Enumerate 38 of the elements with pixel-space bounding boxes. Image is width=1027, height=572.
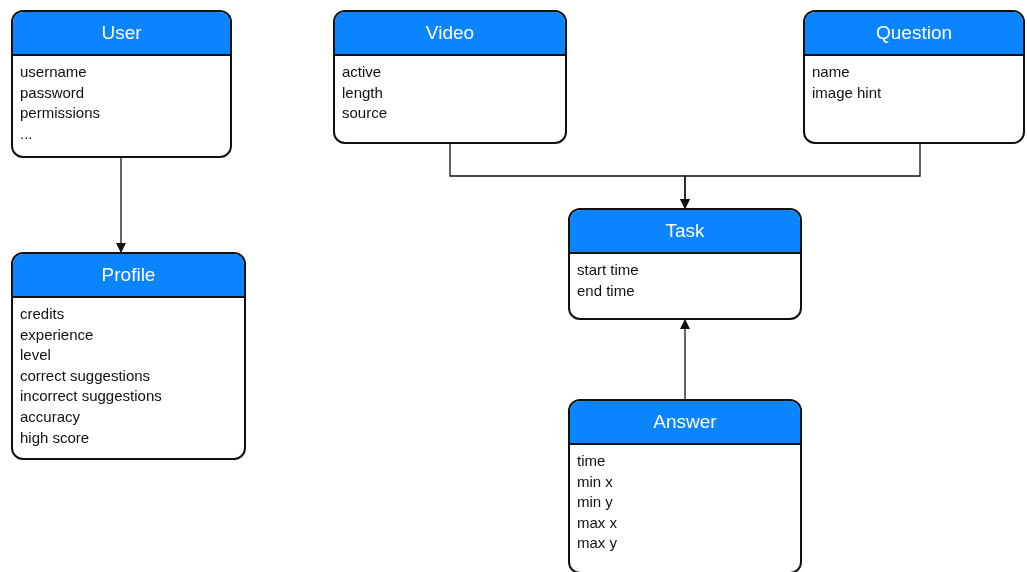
entity-box <box>333 10 567 144</box>
attribute-text: end time <box>577 280 635 301</box>
attribute-text: start time <box>577 260 639 280</box>
attribute-text: name <box>812 62 850 82</box>
attribute-text: username <box>20 62 87 82</box>
entity-box <box>568 208 802 320</box>
attribute-text: length <box>342 82 383 103</box>
attribute-text: accuracy <box>20 406 81 427</box>
attribute-text: active <box>342 62 382 82</box>
attribute-text: max y <box>577 533 617 554</box>
entity-box <box>568 399 802 572</box>
entity-box <box>11 252 246 460</box>
attribute-text: time <box>577 451 606 471</box>
attribute-text: credits <box>20 304 65 324</box>
entity-box <box>11 10 232 158</box>
attribute-text: password <box>20 82 85 103</box>
attribute-text: high score <box>20 427 90 448</box>
attribute-text: permissions <box>20 103 101 124</box>
attribute-text: ... <box>20 123 33 144</box>
entity-header: Profile <box>13 254 244 298</box>
attribute-text: image hint <box>812 82 882 103</box>
entity-box <box>803 10 1025 144</box>
attribute-text: min x <box>577 471 613 492</box>
entity-header: Question <box>805 12 1023 56</box>
attribute-text: level <box>20 345 51 366</box>
attribute-text: experience <box>20 324 94 345</box>
attribute-text: source <box>342 103 388 124</box>
entity-header: User <box>13 12 230 56</box>
arrow <box>116 157 126 253</box>
attribute-text: correct suggestions <box>20 365 151 386</box>
attribute-text: min y <box>577 492 613 513</box>
entity-header: Task <box>570 210 800 254</box>
arrow <box>680 319 690 400</box>
entity-header: Answer <box>570 401 800 445</box>
attribute-text: incorrect suggestions <box>20 386 162 407</box>
attribute-text: max x <box>577 512 617 533</box>
arrow <box>680 143 921 209</box>
entity-header: Video <box>335 12 565 56</box>
